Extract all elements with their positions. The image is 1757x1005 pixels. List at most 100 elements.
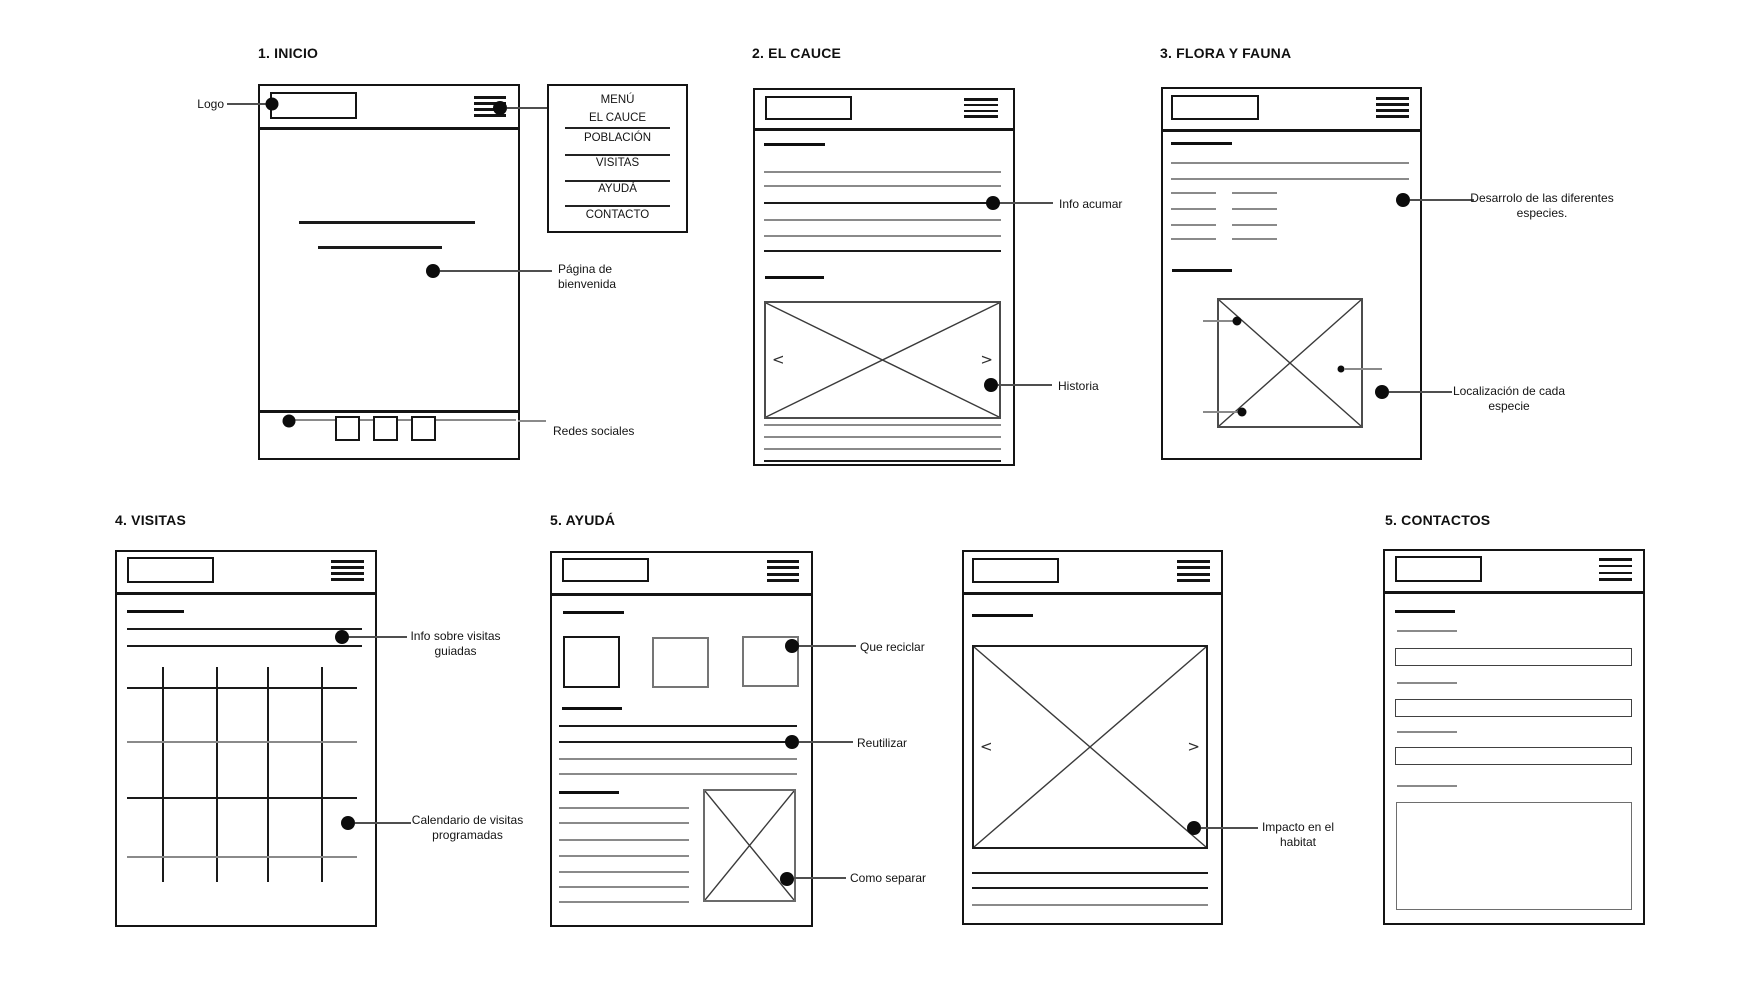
callout-dot [1396,193,1410,207]
category-box [652,637,709,688]
social-icon-box [411,416,436,441]
image-placeholder-cross [1219,300,1361,426]
text-line [764,424,1001,426]
menu-separator [565,180,670,182]
wireframe-el-cauce: < > [753,88,1015,466]
map-marker-dot [1232,316,1242,326]
image-carousel: < > [764,301,1001,419]
annotation-pagina-bienvenida: Página de bienvenida [558,262,617,291]
annotation-impacto-habitat: Impacto en el habitat [1261,820,1335,849]
calendar-grid-line [267,667,269,882]
callout-dot [493,101,507,115]
image-carousel: < > [972,645,1208,849]
calendar-grid-line [127,741,357,743]
menu-separator [565,205,670,207]
title-visitas: 4. VISITAS [115,512,186,528]
annotation-historia: Historia [1058,379,1099,393]
text-line [764,171,1001,173]
menu-item-el-cauce: EL CAUCE [588,112,647,124]
list-line [1232,238,1277,240]
callout-dot [785,639,799,653]
heading-line [127,610,184,613]
footer-divider [260,410,518,413]
field-label-line [1397,682,1457,684]
header-divider [755,128,1013,131]
text-line [559,807,689,809]
annotation-como-separar: Como separar [850,871,927,885]
hamburger-menu-icon [474,96,506,117]
callout-dot [341,816,355,830]
field-label-line [1397,785,1457,787]
callout-dot [335,630,349,644]
heading-line [1172,269,1232,272]
list-line [1171,238,1216,240]
title-el-cauce: 2. EL CAUCE [752,45,842,61]
image-placeholder-cross [766,303,999,417]
title-inicio: 1. INICIO [258,45,319,61]
calendar-grid-line [127,797,357,799]
annotation-reutilizar: Reutilizar [857,736,908,750]
callout-dot [282,414,296,428]
text-line [972,887,1208,889]
callout-dot [426,264,440,278]
menu-item-contacto: CONTACTO [585,209,650,221]
image-placeholder-cross [705,791,794,900]
callout-dot [265,97,279,111]
menu-panel: MENÚ EL CAUCE POBLACIÓN VISITAS AYUDÁ CO… [547,84,688,233]
wireframe-impacto: < > [962,550,1223,925]
callout-dot [1187,821,1201,835]
form-input [1395,699,1632,717]
heading-line [563,611,624,614]
hamburger-menu-icon [964,98,998,118]
text-line [559,855,689,857]
menu-item-ayuda: AYUDÁ [598,183,637,195]
callout-dot [1375,385,1389,399]
carousel-next-icon: > [980,350,993,369]
field-label-line [1397,630,1457,632]
calendar-grid-line [321,667,323,882]
separation-image [703,789,796,902]
header-divider [117,592,375,595]
logo-placeholder [127,557,214,583]
callout-line [507,107,547,109]
title-contactos: 5. CONTACTOS [1385,512,1491,528]
callout-dot [986,196,1000,210]
list-line [1171,224,1216,226]
callout-line [289,419,516,421]
calendar-grid-line [127,856,357,858]
header-divider [552,593,811,596]
text-line [127,628,362,630]
text-line [972,904,1208,906]
hamburger-menu-icon [1376,97,1409,118]
text-line [764,250,1001,252]
text-line [127,645,362,647]
title-flora-fauna: 3. FLORA Y FAUNA [1160,45,1292,61]
text-line [1171,162,1409,164]
header-divider [260,127,518,130]
annotation-que-reciclar: Que reciclar [860,640,925,654]
header-divider [964,592,1221,595]
calendar-grid-line [162,667,164,882]
text-line [1171,178,1409,180]
annotation-redes-sociales: Redes sociales [553,424,635,438]
callout-line [349,636,407,638]
heading-line [764,143,825,146]
hamburger-menu-icon [331,560,364,581]
category-box [563,636,620,688]
callout-line [518,420,546,422]
heading-line [562,707,622,710]
logo-placeholder [562,558,649,582]
text-line [318,246,442,249]
text-line [559,839,689,841]
map-marker-dot [1337,365,1345,373]
text-line [559,871,689,873]
list-line [1232,192,1277,194]
logo-placeholder [972,558,1059,583]
menu-title: MENÚ [600,94,635,106]
form-input [1395,747,1632,765]
list-line [1232,208,1277,210]
text-line [764,202,1001,204]
calendar-grid-line [127,687,357,689]
heading-line [765,276,824,279]
